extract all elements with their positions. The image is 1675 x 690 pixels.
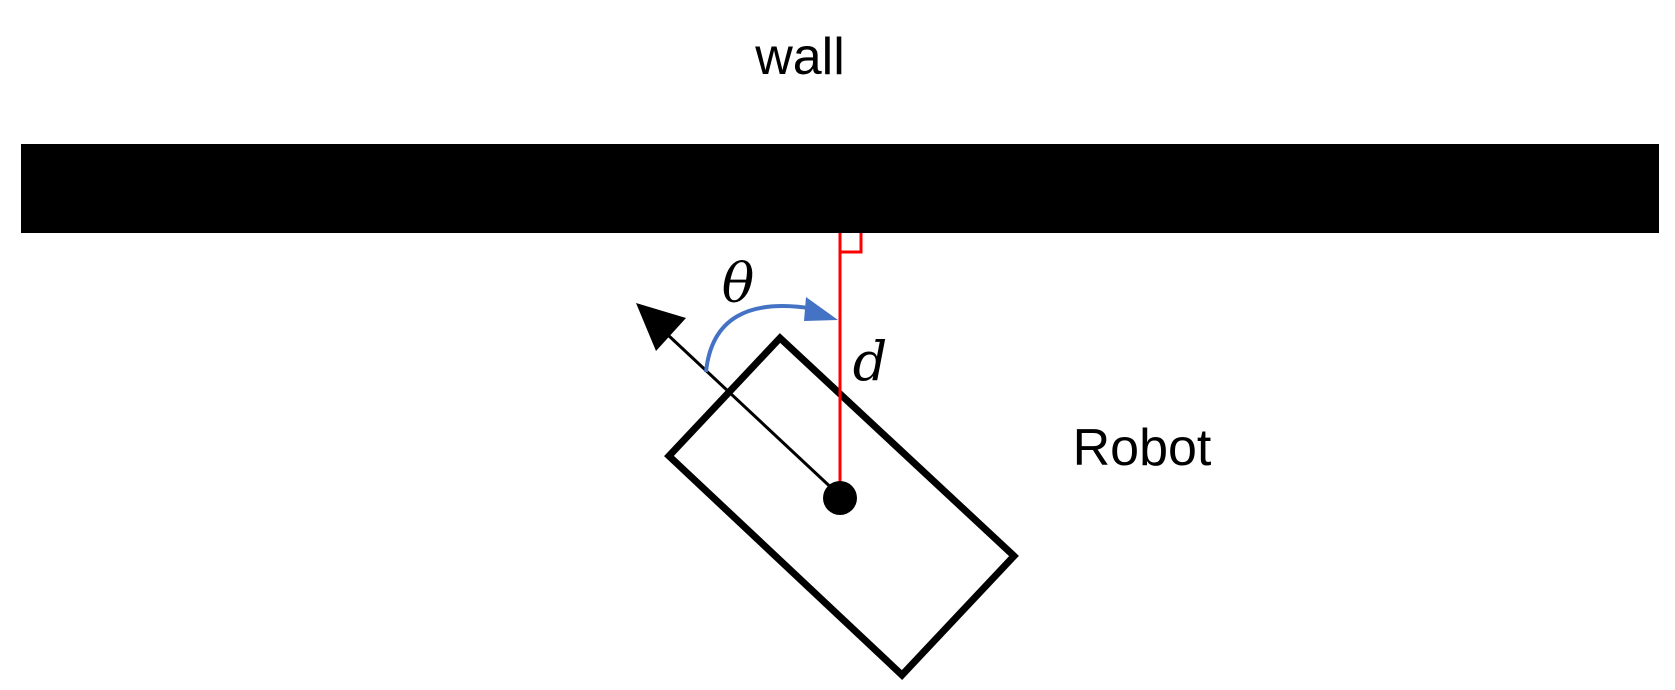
theta-label: θ xyxy=(722,252,755,315)
angle-arrow-icon xyxy=(804,297,838,321)
distance-label: d xyxy=(853,330,888,393)
wall xyxy=(21,144,1659,233)
heading-line xyxy=(666,333,840,496)
angle-arc xyxy=(704,304,816,373)
robot-label: Robot xyxy=(1073,419,1212,477)
heading-arrow-icon xyxy=(636,303,686,351)
right-angle-icon xyxy=(840,233,863,254)
center-point-icon xyxy=(823,481,857,515)
wall-label: wall xyxy=(754,28,845,86)
robot-body xyxy=(664,333,1019,680)
